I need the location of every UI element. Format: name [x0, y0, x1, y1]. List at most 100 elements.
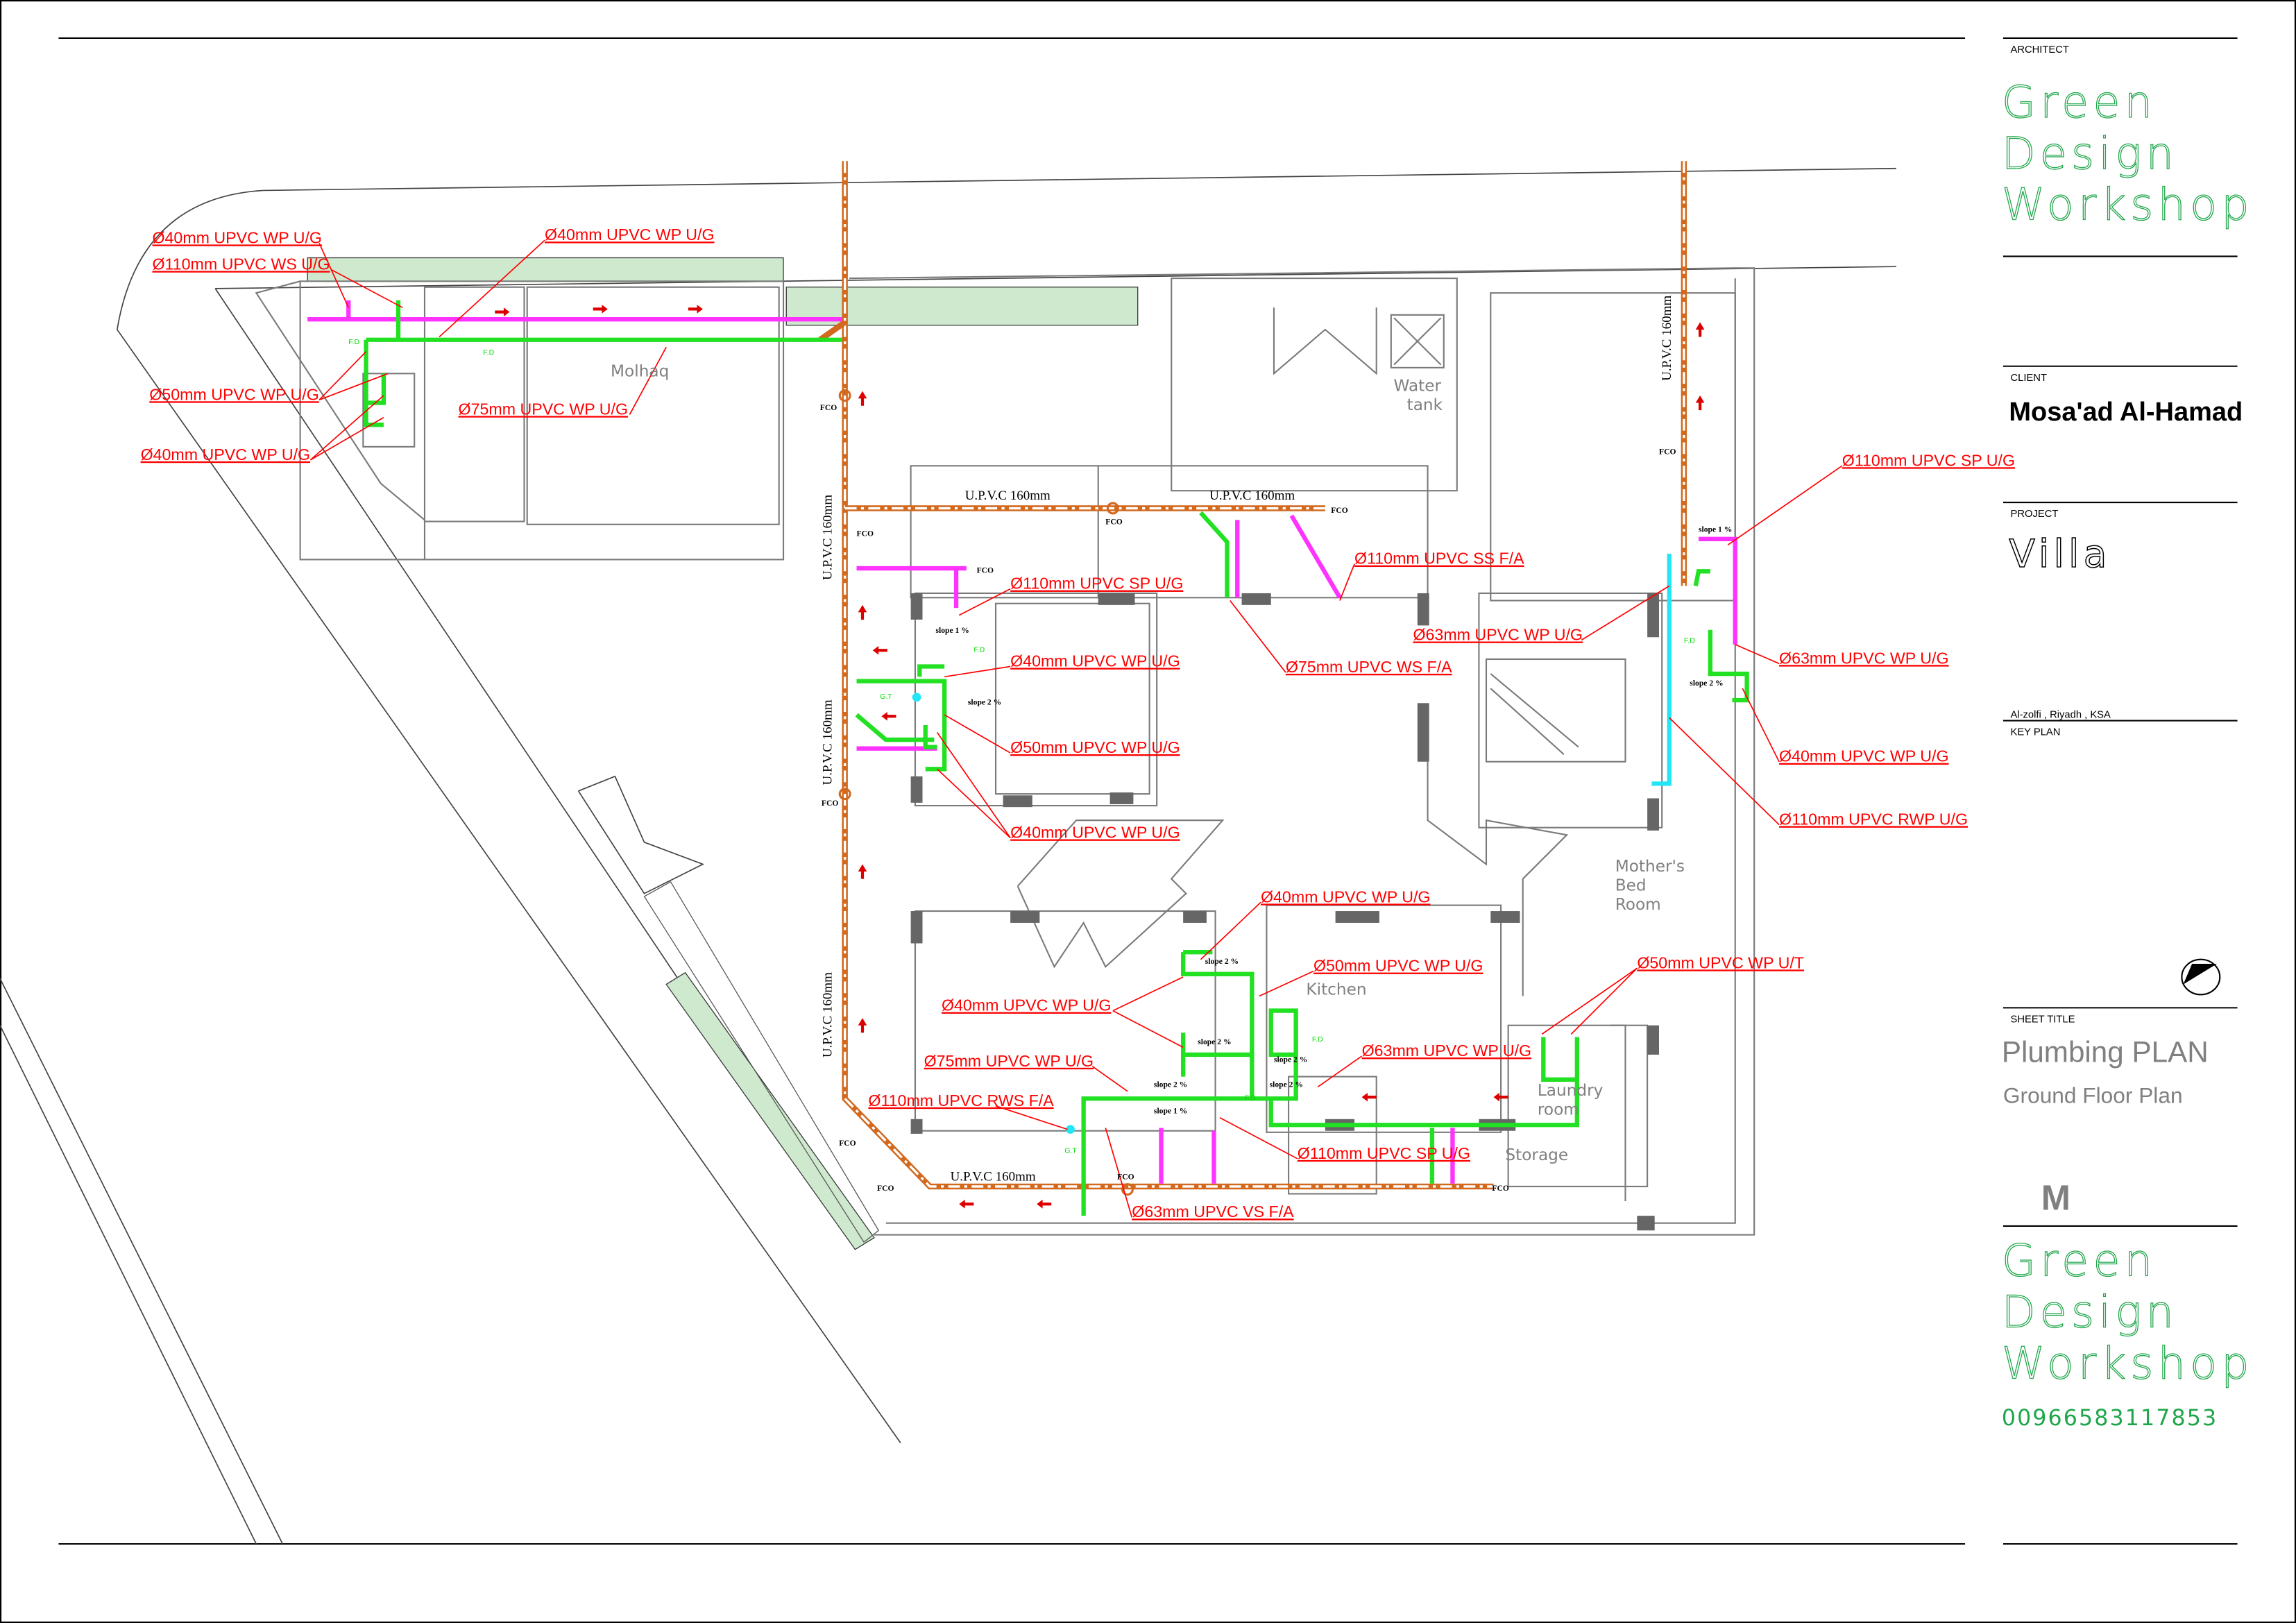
building-walls [255, 267, 1755, 1236]
fco-label: FCO [822, 799, 838, 808]
planting-strips [307, 257, 1139, 1250]
slope-label: slope 2 % [1154, 1080, 1187, 1089]
sheet-code: M [2041, 1178, 2070, 1218]
phone-number: 00966583117853 [2002, 1406, 2218, 1431]
client-name: Mosa'ad Al-Hamad [2009, 398, 2243, 427]
main-pipe-note: U.P.V.C 160mm [965, 488, 1051, 503]
annotation-leaders [309, 239, 1843, 1218]
pipe-size-label: Ø40mm UPVC WP U/G [942, 996, 1111, 1014]
slope-label: slope 2 % [1198, 1037, 1231, 1046]
waste-pipes [364, 300, 1749, 1216]
room-label: Kitchen [1306, 980, 1366, 999]
room-label: Water [1394, 377, 1442, 396]
main-pipe-note: U.P.V.C 160mm [821, 495, 835, 580]
sheet-title: Plumbing PLAN [2002, 1035, 2209, 1068]
pipe-size-label: Ø40mm UPVC WP U/G [1261, 887, 1430, 906]
fco-label: FCO [1105, 518, 1122, 527]
room-label: room [1538, 1100, 1579, 1119]
svg-text:Workshop: Workshop [2002, 179, 2254, 230]
pipe-size-label: Ø110mm UPVC SS F/A [1354, 550, 1524, 568]
pipe-size-label: Ø63mm UPVC WP U/G [1413, 626, 1582, 644]
slope-label: slope 1 % [936, 626, 969, 635]
svg-text:Green: Green [2002, 1235, 2157, 1286]
fixture-label: F.D [973, 645, 985, 654]
pipe-size-label: Ø40mm UPVC WP U/G [152, 228, 321, 246]
pipe-labels: Ø40mm UPVC WP U/G Ø110mm UPVC WS U/G Ø40mm… [141, 226, 2015, 1221]
footer-logo: Green Design Workshop [2001, 1234, 2254, 1389]
pipe-size-label: Ø110mm UPVC SP U/G [1298, 1144, 1470, 1162]
main-pipe-note: U.P.V.C 160mm [1660, 296, 1674, 381]
fixture-label: G.T [1064, 1146, 1077, 1155]
fixture-label: G.T [880, 692, 892, 701]
client-heading: CLIENT [2010, 373, 2047, 384]
fco-label: FCO [1331, 506, 1347, 515]
fco-label: FCO [1492, 1184, 1508, 1193]
room-labels: MolhaqWatertankMother'sBedRoomKitchenLau… [611, 362, 1685, 1164]
room-label: tank [1407, 396, 1443, 414]
fco-label: FCO [839, 1139, 856, 1148]
slope-label: slope 1 % [1154, 1106, 1187, 1115]
fixture-label: F.D [1684, 637, 1695, 645]
project-heading: PROJECT [2010, 509, 2058, 520]
fco-label: FCO [1659, 447, 1676, 456]
room-label: Mother's [1615, 857, 1685, 876]
fixture-label: F.D [1312, 1035, 1323, 1044]
pipe-size-label: Ø110mm UPVC RWS F/A [868, 1091, 1054, 1110]
project-name: Villa [2009, 532, 2111, 576]
main-pipe-note: U.P.V.C 160mm [951, 1169, 1036, 1184]
pipe-size-label: Ø50mm UPVC WP U/T [1637, 953, 1804, 971]
fco-label: FCO [1117, 1172, 1134, 1181]
pipe-size-label: Ø40mm UPVC WP U/G [1010, 652, 1180, 670]
svg-text:Green: Green [2002, 76, 2157, 128]
pipe-size-label: Ø63mm UPVC WP U/G [1779, 649, 1948, 667]
pipe-size-label: Ø40mm UPVC WP U/G [1010, 823, 1180, 841]
key-plan-heading: KEY PLAN [2010, 727, 2060, 738]
slope-label: slope 2 % [968, 697, 1001, 706]
pipe-size-label: Ø110mm UPVC RWP U/G [1779, 810, 1968, 828]
pipe-size-label: Ø50mm UPVC WP U/G [1010, 738, 1180, 756]
sheet-subtitle: Ground Floor Plan [2003, 1083, 2183, 1108]
room-label: Bed [1615, 876, 1647, 894]
location: Al-zolfi , Riyadh , KSA [2010, 709, 2111, 720]
slope-label: slope 2 % [1690, 679, 1723, 688]
pipe-size-label: Ø50mm UPVC WP U/G [149, 385, 318, 403]
room-label: Laundry [1538, 1081, 1604, 1100]
svg-text:Workshop: Workshop [2002, 1337, 2254, 1388]
fixture-label: F.D [348, 338, 359, 346]
pipe-size-label: Ø50mm UPVC WP U/G [1313, 957, 1483, 975]
pipe-size-label: Ø40mm UPVC WP U/G [545, 226, 714, 244]
sheet-title-heading: SHEET TITLE [2010, 1014, 2075, 1025]
pipe-size-label: Ø110mm UPVC SP U/G [1010, 575, 1183, 593]
main-pipe-note: U.P.V.C 160mm [821, 972, 835, 1057]
room-label: Storage [1505, 1146, 1568, 1164]
fco-label: FCO [820, 403, 837, 412]
pipe-size-label: Ø110mm UPVC WS U/G [152, 255, 330, 273]
fixture-label: F.D [483, 348, 494, 357]
fco-label: FCO [877, 1184, 894, 1193]
fco-labels: FCO FCO FCO FCO FCO FCO FCO FCO FCO FCO FCO [820, 403, 1676, 1193]
fixture-label: F.D [1245, 1094, 1256, 1102]
fco-label: FCO [857, 529, 874, 538]
north-arrow-icon [2181, 958, 2221, 996]
slope-label: slope 2 % [1270, 1080, 1303, 1089]
svg-text:Design: Design [2002, 1286, 2178, 1338]
architect-logo: Green Design Workshop [2001, 76, 2254, 230]
fco-label: FCO [977, 566, 994, 575]
title-block: ARCHITECT Green Design Workshop CLIENT M… [2001, 37, 2254, 1545]
pipe-size-label: Ø110mm UPVC SP U/G [1842, 451, 2015, 469]
slope-label: slope 1 % [1699, 525, 1732, 534]
slope-labels: slope 1 % slope 2 % slope 2 % slope 2 % slop… [936, 525, 1733, 1115]
pipe-size-label: Ø63mm UPVC VS F/A [1132, 1203, 1294, 1221]
columns [910, 593, 1660, 1231]
site-boundary [0, 167, 1896, 1545]
pipe-size-label: Ø40mm UPVC WP U/G [1779, 747, 1948, 765]
pipe-size-label: Ø75mm UPVC WP U/G [924, 1052, 1094, 1070]
architect-heading: ARCHITECT [2010, 44, 2068, 56]
pipe-size-label: Ø63mm UPVC WP U/G [1362, 1042, 1531, 1060]
pipe-size-label: Ø40mm UPVC WP U/G [141, 445, 310, 464]
pipe-size-label: Ø75mm UPVC WS F/A [1286, 658, 1452, 676]
slope-label: slope 2 % [1274, 1055, 1307, 1064]
